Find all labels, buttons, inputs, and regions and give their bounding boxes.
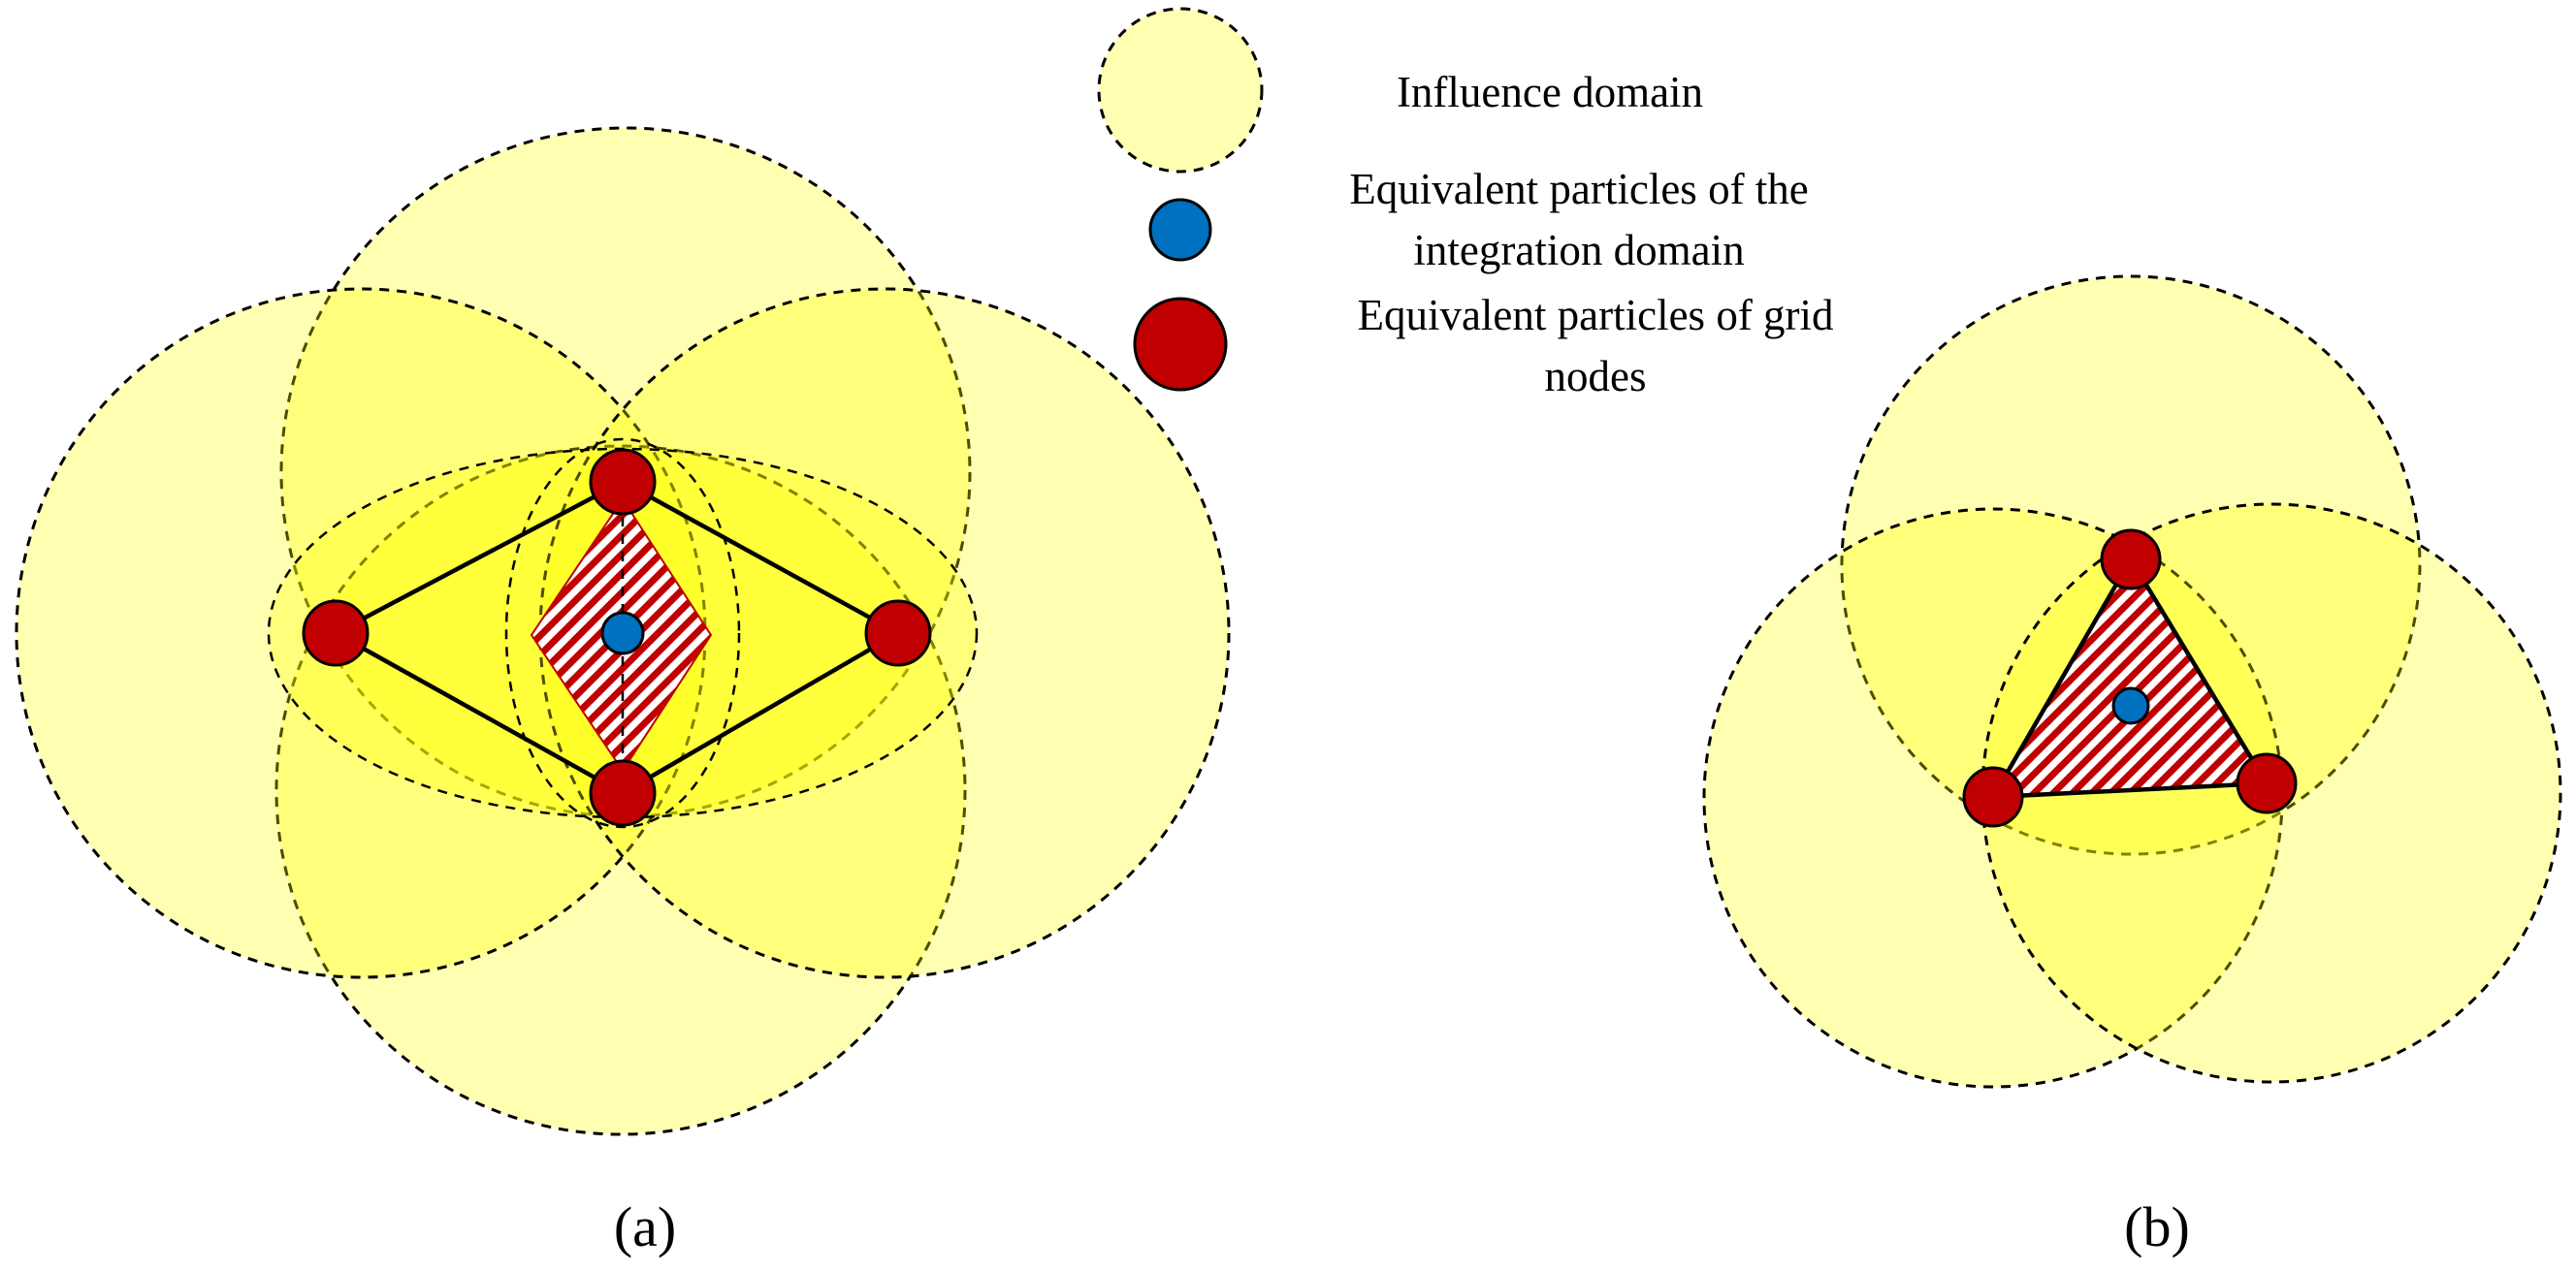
panel-b-caption: (b) <box>2124 1195 2190 1258</box>
legend-grid-particle-label-line1: Equivalent particles of grid <box>1357 291 1833 339</box>
panel-b-grid-nodes <box>1962 528 2298 828</box>
grid-node-particle <box>589 759 657 827</box>
grid-node-particle <box>1962 766 2024 828</box>
grid-node-particle <box>2236 752 2298 814</box>
panel-b: (b) <box>1702 274 2562 1258</box>
panel-a: (a) <box>15 126 1231 1258</box>
panel-b-integration-domain <box>1988 555 2270 800</box>
panel-a-caption: (a) <box>614 1195 676 1258</box>
grid-node-particle <box>589 448 657 516</box>
integration-domain-particle <box>2111 686 2150 725</box>
panel-a-grid-nodes <box>302 448 932 827</box>
legend-influence-domain-swatch <box>1097 7 1264 174</box>
legend-grid-particle-swatch <box>1133 297 1228 392</box>
integration-domain-particle <box>600 611 645 655</box>
legend-influence-domain-label: Influence domain <box>1397 68 1703 116</box>
legend-integration-particle-label-line2: integration domain <box>1413 226 1744 274</box>
legend-integration-particle-swatch <box>1148 198 1212 262</box>
grid-node-particle <box>2100 528 2162 590</box>
legend: Influence domain Equivalent particles of… <box>1097 7 1834 400</box>
grid-node-particle <box>302 599 370 667</box>
legend-integration-particle-label-line1: Equivalent particles of the <box>1349 165 1809 213</box>
legend-grid-particle-label-line2: nodes <box>1545 352 1647 400</box>
grid-node-particle <box>864 599 932 667</box>
inner-influence-region <box>504 437 741 829</box>
